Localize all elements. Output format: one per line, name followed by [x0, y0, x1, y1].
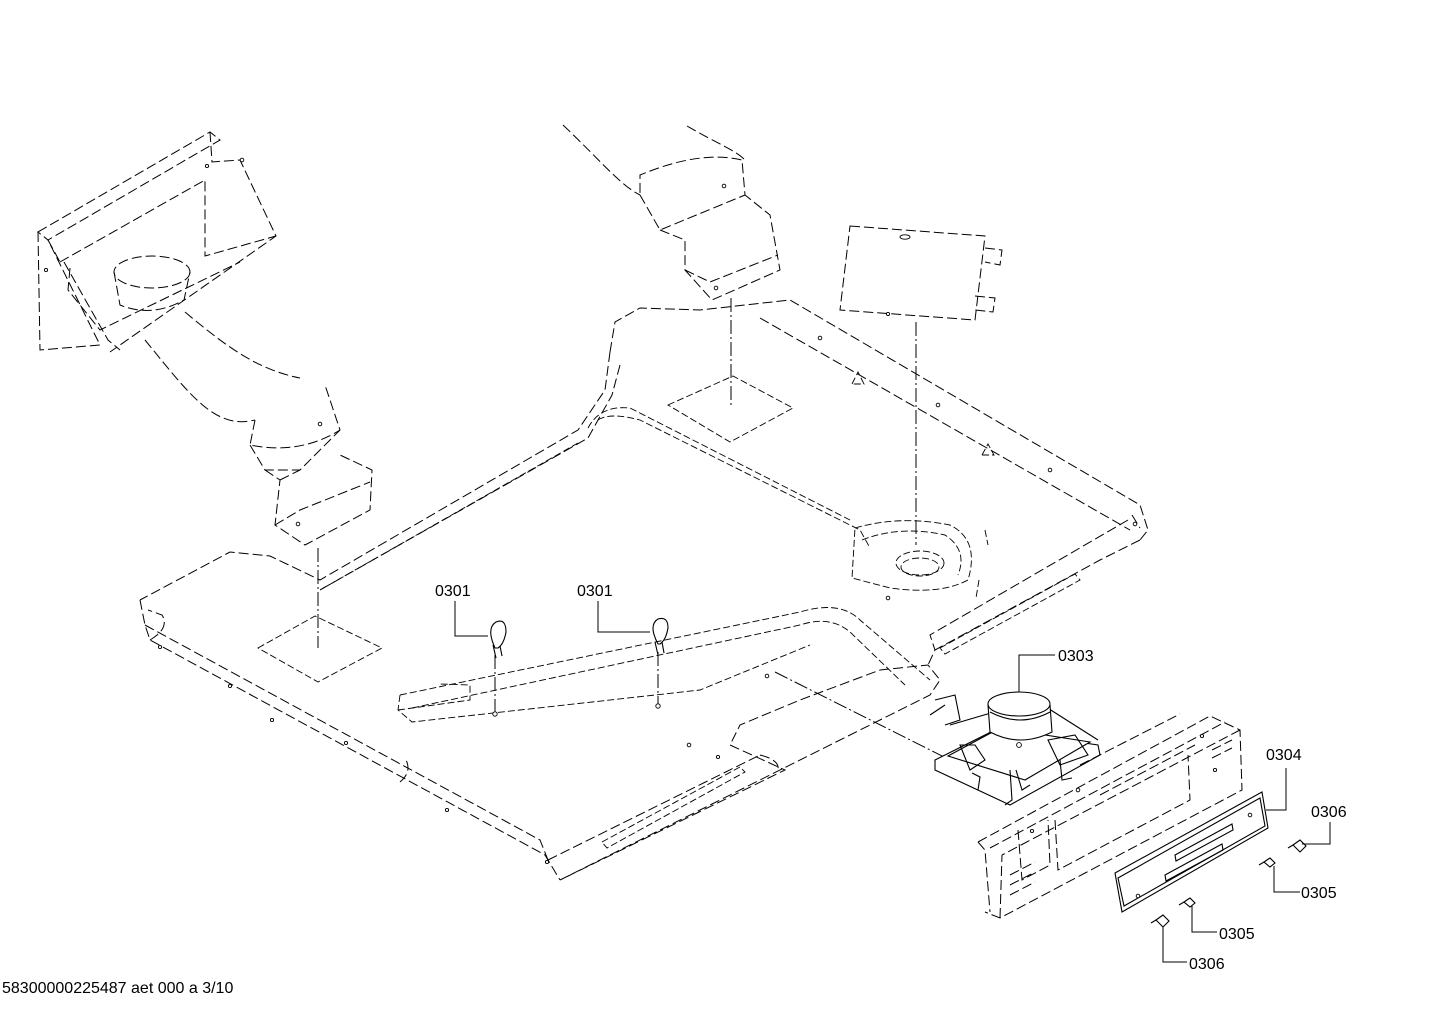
callout-0306-lower: 0306 [1189, 956, 1225, 973]
top-cover-plate [839, 225, 1003, 321]
callout-0305-right: 0305 [1301, 885, 1337, 902]
document-code: 58300000225487 aet 000 a 3/10 [2, 980, 234, 997]
leader-lines [454, 601, 1331, 963]
callout-0301-left: 0301 [435, 583, 471, 600]
screw-0306-lower [1150, 914, 1170, 928]
thermostat-unit [929, 691, 1101, 806]
callout-0304: 0304 [1266, 747, 1302, 764]
spring-clip-left [490, 620, 507, 659]
base-tray [139, 299, 1149, 881]
left-flex-hose [144, 311, 373, 546]
front-panel [977, 713, 1243, 919]
screw-0305-right [1258, 857, 1276, 868]
callout-0301-right: 0301 [577, 583, 613, 600]
callout-0306-upper: 0306 [1311, 804, 1347, 821]
right-flex-hose [562, 124, 781, 301]
callout-0303: 0303 [1058, 648, 1094, 665]
cover-plate [1114, 791, 1269, 913]
assembly-axis-lines [317, 298, 951, 761]
screw-0306-upper [1287, 839, 1307, 853]
left-duct-housing [37, 131, 277, 353]
spring-clip-right [652, 617, 669, 656]
screw-0305-center [1178, 897, 1196, 908]
callout-0305-center: 0305 [1219, 926, 1255, 943]
